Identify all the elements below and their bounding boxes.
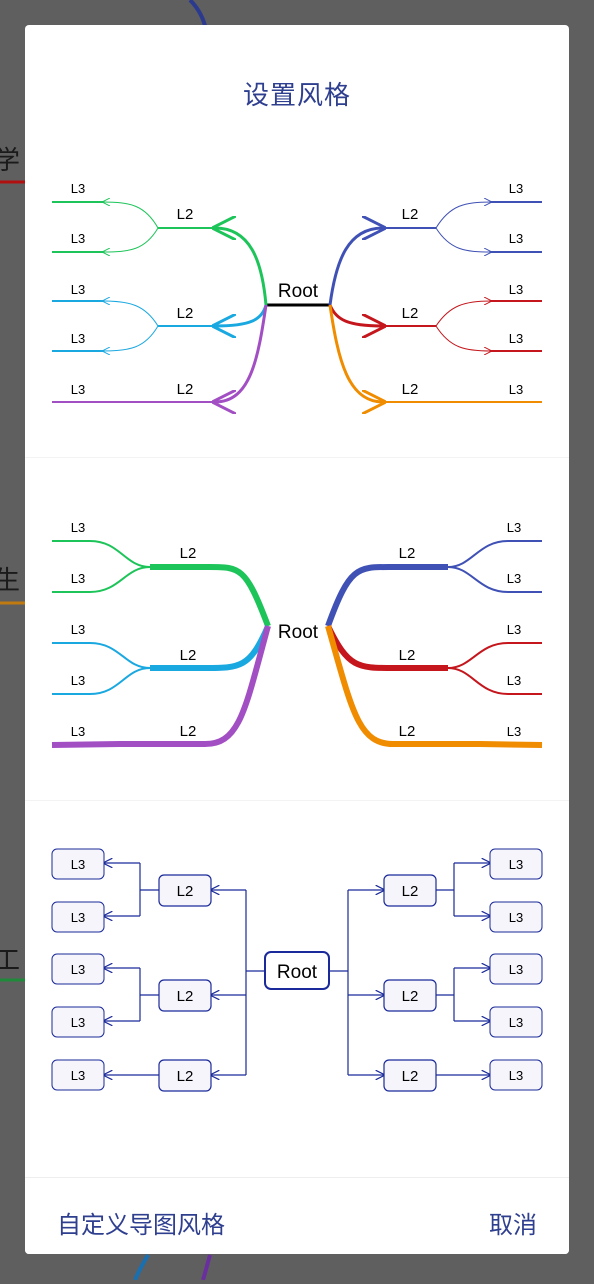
- l2-node-label: L2: [402, 883, 419, 900]
- l2-node-label: L2: [177, 883, 194, 900]
- l3-node-label: L3: [71, 673, 85, 688]
- l2-node-label: L2: [177, 206, 194, 223]
- l3-node-label: L3: [509, 181, 523, 196]
- l3-node-label: L3: [509, 1015, 523, 1030]
- l2-node-label: L2: [180, 545, 197, 562]
- style-dialog: 设置风格: [25, 25, 569, 1254]
- l2-node-label: L2: [402, 206, 419, 223]
- l3-node-label: L3: [509, 382, 523, 397]
- l3-node-label: L3: [507, 673, 521, 688]
- l3-node-label: L3: [71, 1015, 85, 1030]
- l2-node-label: L2: [402, 381, 419, 398]
- l3-node-label: L3: [509, 910, 523, 925]
- l3-node-label: L3: [509, 857, 523, 872]
- style-option-curved-arrows[interactable]: Root L2 L2 L2 L2 L2 L2 L3 L3 L3 L3 L3 L3…: [25, 120, 569, 455]
- divider: [25, 800, 569, 801]
- l2-node-label: L2: [402, 1068, 419, 1085]
- l3-node-label: L3: [509, 331, 523, 346]
- l2-node-label: L2: [180, 723, 197, 740]
- l2-node-label: L2: [177, 988, 194, 1005]
- l2-node-label: L2: [180, 647, 197, 664]
- l2-node-label: L2: [399, 545, 416, 562]
- background-node-text: 学: [0, 146, 21, 176]
- l3-node-label: L3: [509, 282, 523, 297]
- l3-node-label: L3: [507, 724, 521, 739]
- root-node-label: Root: [278, 622, 319, 643]
- l2-node-label: L2: [399, 723, 416, 740]
- l3-node-label: L3: [71, 724, 85, 739]
- style-option-boxed-orthogonal[interactable]: Root L2 L2 L2 L2 L2 L2 L3 L3 L3 L3 L3 L3…: [25, 801, 569, 1141]
- l3-node-label: L3: [509, 962, 523, 977]
- l3-node-label: L3: [507, 571, 521, 586]
- l2-node-label: L2: [177, 381, 194, 398]
- l2-node-label: L2: [177, 305, 194, 322]
- l3-node-label: L3: [71, 962, 85, 977]
- l2-node-label: L2: [177, 1068, 194, 1085]
- dialog-title: 设置风格: [242, 81, 351, 111]
- divider: [25, 457, 569, 458]
- l3-node-label: L3: [509, 231, 523, 246]
- l3-node-label: L3: [71, 231, 85, 246]
- root-label: Root: [278, 281, 319, 302]
- l3-node-label: L3: [71, 282, 85, 297]
- l3-node-label: L3: [71, 520, 85, 535]
- l3-node-label: L3: [71, 382, 85, 397]
- l3-node-label: L3: [509, 1068, 523, 1083]
- root-node-label: Root: [277, 962, 318, 983]
- style-option-tapered-curves[interactable]: Root L2 L2 L2 L2 L2 L2 L3 L3 L3 L3 L3 L3…: [25, 458, 569, 798]
- l2-node-label: L2: [399, 647, 416, 664]
- l3-node-label: L3: [71, 622, 85, 637]
- l3-node-label: L3: [507, 520, 521, 535]
- l3-node-label: L3: [507, 622, 521, 637]
- l3-node-label: L3: [71, 331, 85, 346]
- l3-node-label: L3: [71, 1068, 85, 1083]
- l3-node-label: L3: [71, 571, 85, 586]
- cancel-button[interactable]: 取消: [489, 1205, 537, 1240]
- l2-node-label: L2: [402, 305, 419, 322]
- l3-node-label: L3: [71, 910, 85, 925]
- background-node-text: 工: [0, 946, 21, 976]
- custom-style-button[interactable]: 自定义导图风格: [57, 1205, 225, 1240]
- l2-node-label: L2: [402, 988, 419, 1005]
- l3-node-label: L3: [71, 181, 85, 196]
- l3-node-label: L3: [71, 857, 85, 872]
- dialog-footer: 自定义导图风格 取消: [25, 1177, 569, 1254]
- background-node-text: 生: [0, 566, 21, 596]
